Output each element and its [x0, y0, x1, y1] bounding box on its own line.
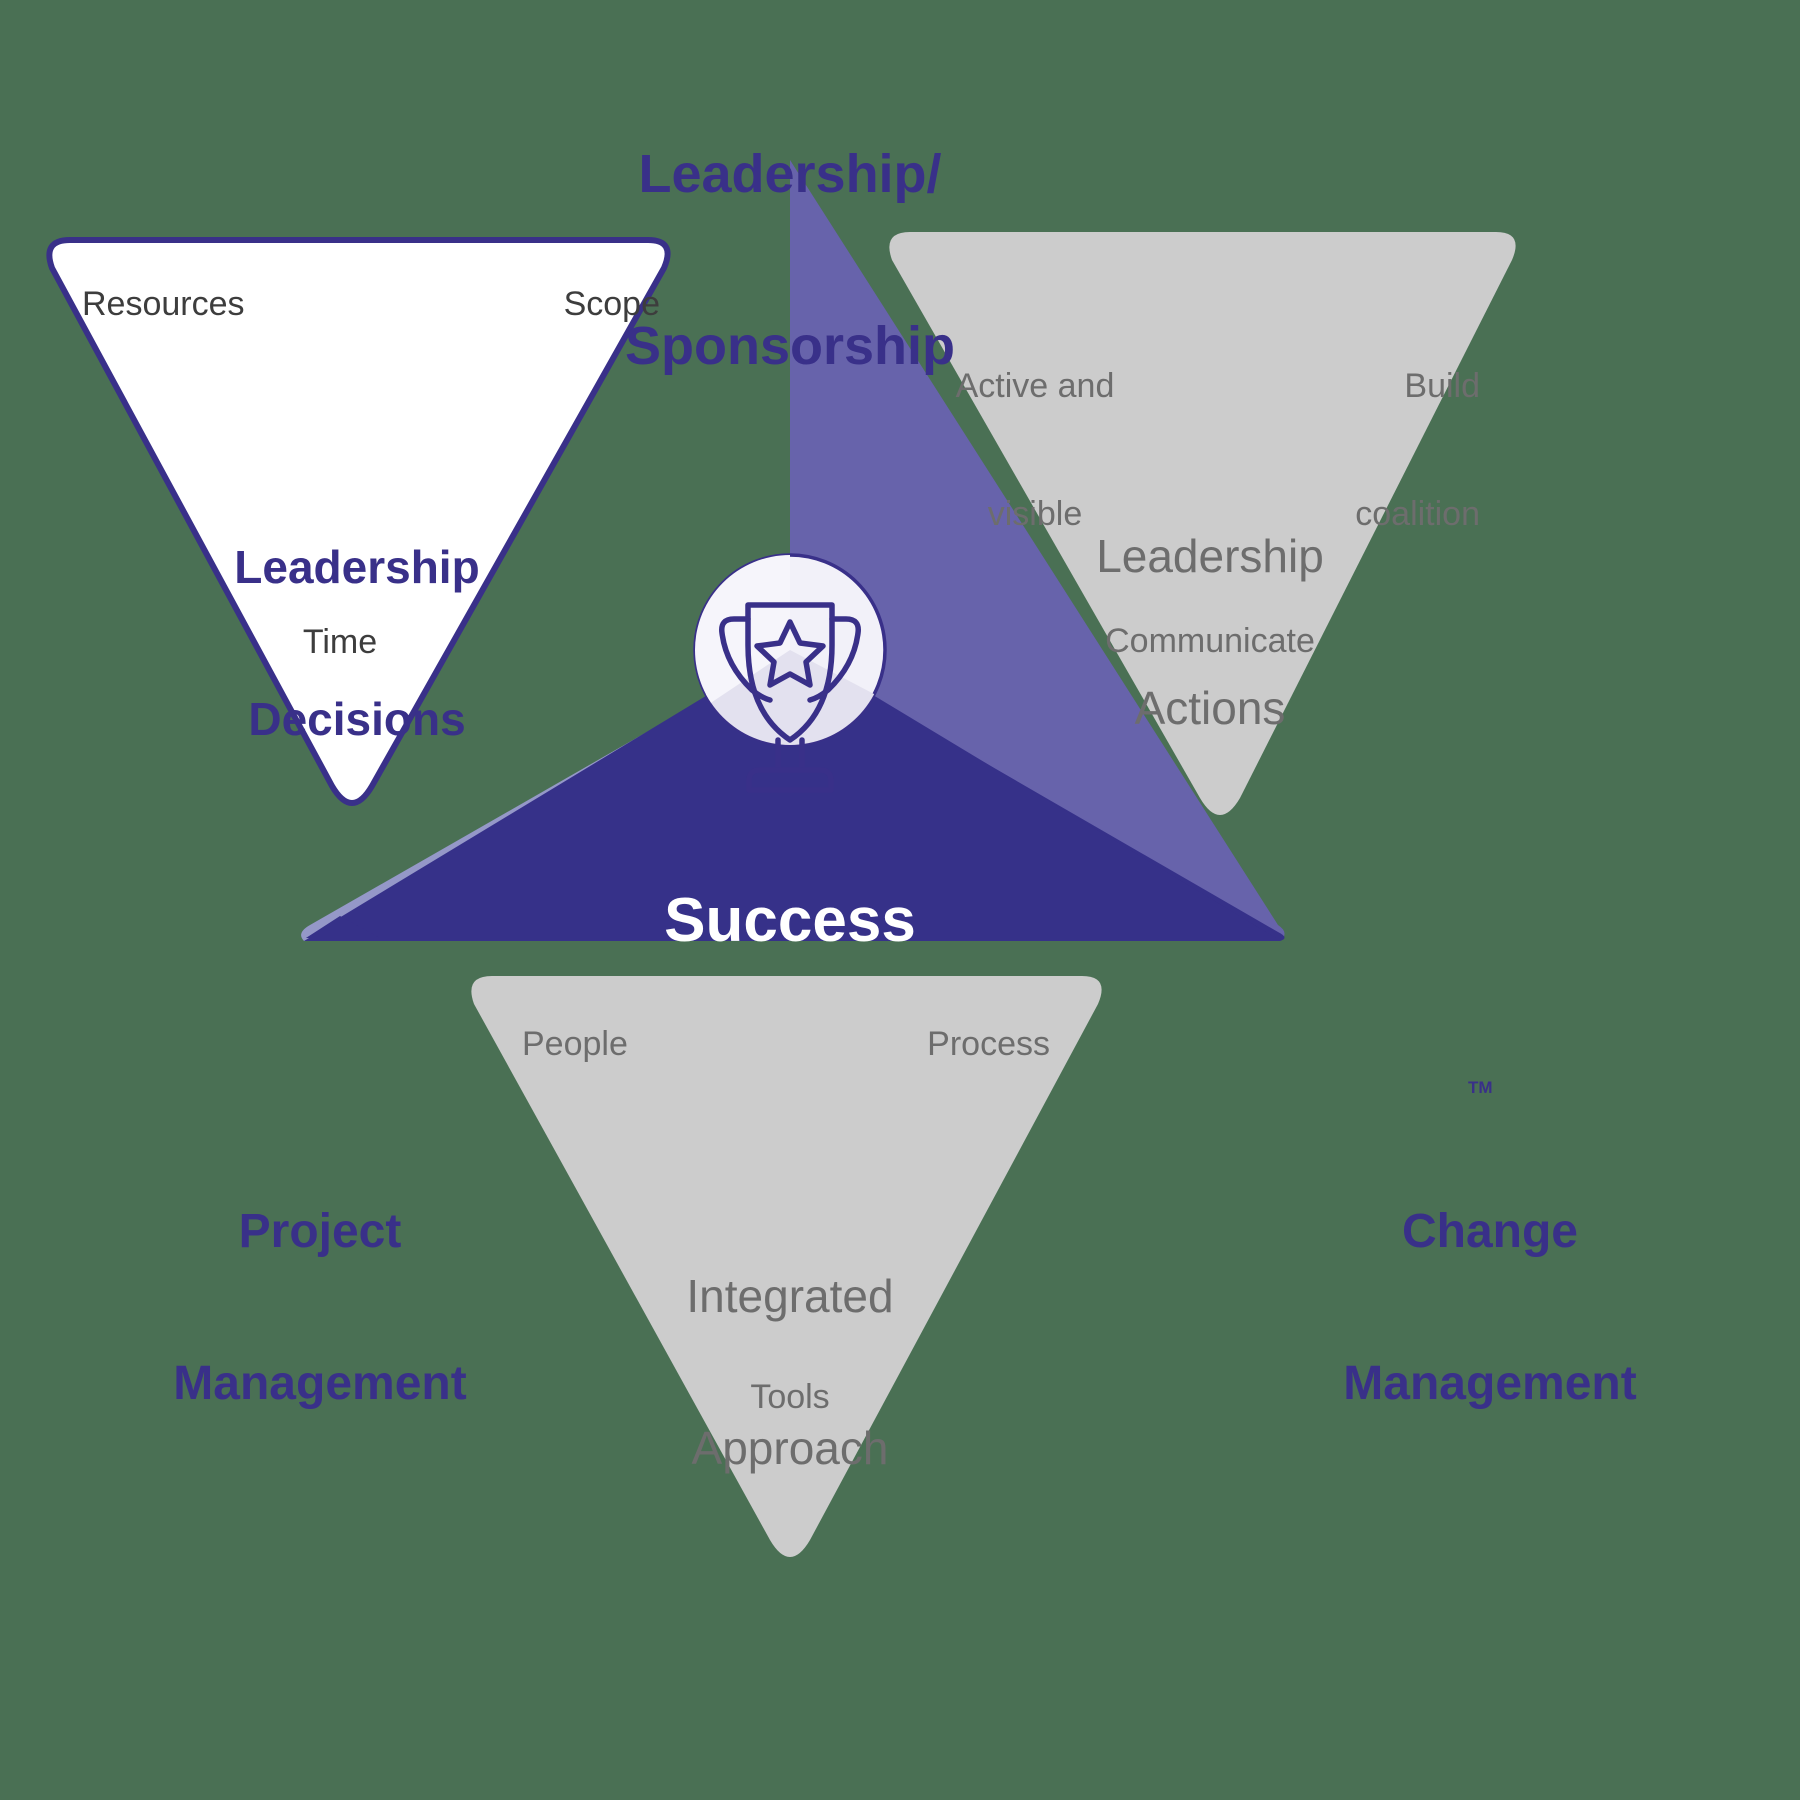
panel-3-title-line2: Approach	[691, 1421, 889, 1474]
panel-2-corner-right: Build coalition	[1280, 280, 1480, 620]
panel-3-corner-left: People	[522, 1025, 628, 1063]
corner-label-bottom-left-line1: Project	[238, 1204, 402, 1258]
trophy-icon	[719, 602, 861, 793]
panel-1-title-line2: Decisions	[248, 692, 466, 745]
success-label: Success	[664, 886, 916, 955]
panel-2-corner-left-line1: Active and	[955, 367, 1115, 405]
panel-2-title-line2: Actions	[1134, 681, 1286, 734]
corner-label-bottom-right: Change Management	[1180, 1105, 1800, 1512]
corner-label-top-line2: Sponsorship	[624, 316, 955, 377]
panel-1-corner-left: Resources	[82, 285, 245, 323]
corner-label-bottom-right-line1: Change	[1401, 1204, 1578, 1258]
panel-3-title-line1: Integrated	[686, 1270, 894, 1323]
panel-2-corner-left-line2: visible	[987, 494, 1083, 533]
panel-leadership-decisions-shape[interactable]	[46, 237, 671, 806]
corner-label-bottom-right-line2: Management	[1343, 1357, 1637, 1411]
panel-2-title-line1: Leadership	[1096, 530, 1324, 583]
panel-leadership-actions-shape[interactable]	[889, 232, 1516, 815]
panel-3-bottom: Tools	[750, 1378, 830, 1416]
panel-2-corner-right-line1: Build	[1404, 367, 1480, 405]
corner-label-top: Leadership/ Sponsorship	[490, 32, 1090, 490]
corner-label-top-line1: Leadership/	[638, 144, 942, 205]
panel-2-title: Leadership Actions	[1010, 430, 1410, 835]
panel-1-bottom: Time	[302, 623, 378, 661]
panel-1-title-line1: Leadership	[234, 541, 480, 594]
circle-shading	[695, 555, 885, 745]
panel-2-bottom: Communicate	[1105, 622, 1315, 660]
panel-3-title: Integrated Approach	[590, 1170, 990, 1575]
triangle-corner-bl	[306, 916, 380, 938]
trademark-mark: TM	[1468, 1078, 1493, 1097]
panel-2-corner-left: Active and visible	[930, 280, 1140, 620]
panel-3-corner-right: Process	[927, 1025, 1050, 1063]
corner-label-bottom-left-line2: Management	[173, 1357, 467, 1411]
panel-1-corner-right: Scope	[563, 285, 660, 323]
corner-label-bottom-left: Project Management	[10, 1105, 630, 1512]
panel-integrated-approach-shape[interactable]	[471, 976, 1102, 1557]
panel-2-corner-right-line2: coalition	[1355, 494, 1480, 533]
panel-1-title: Leadership Decisions	[162, 441, 552, 846]
